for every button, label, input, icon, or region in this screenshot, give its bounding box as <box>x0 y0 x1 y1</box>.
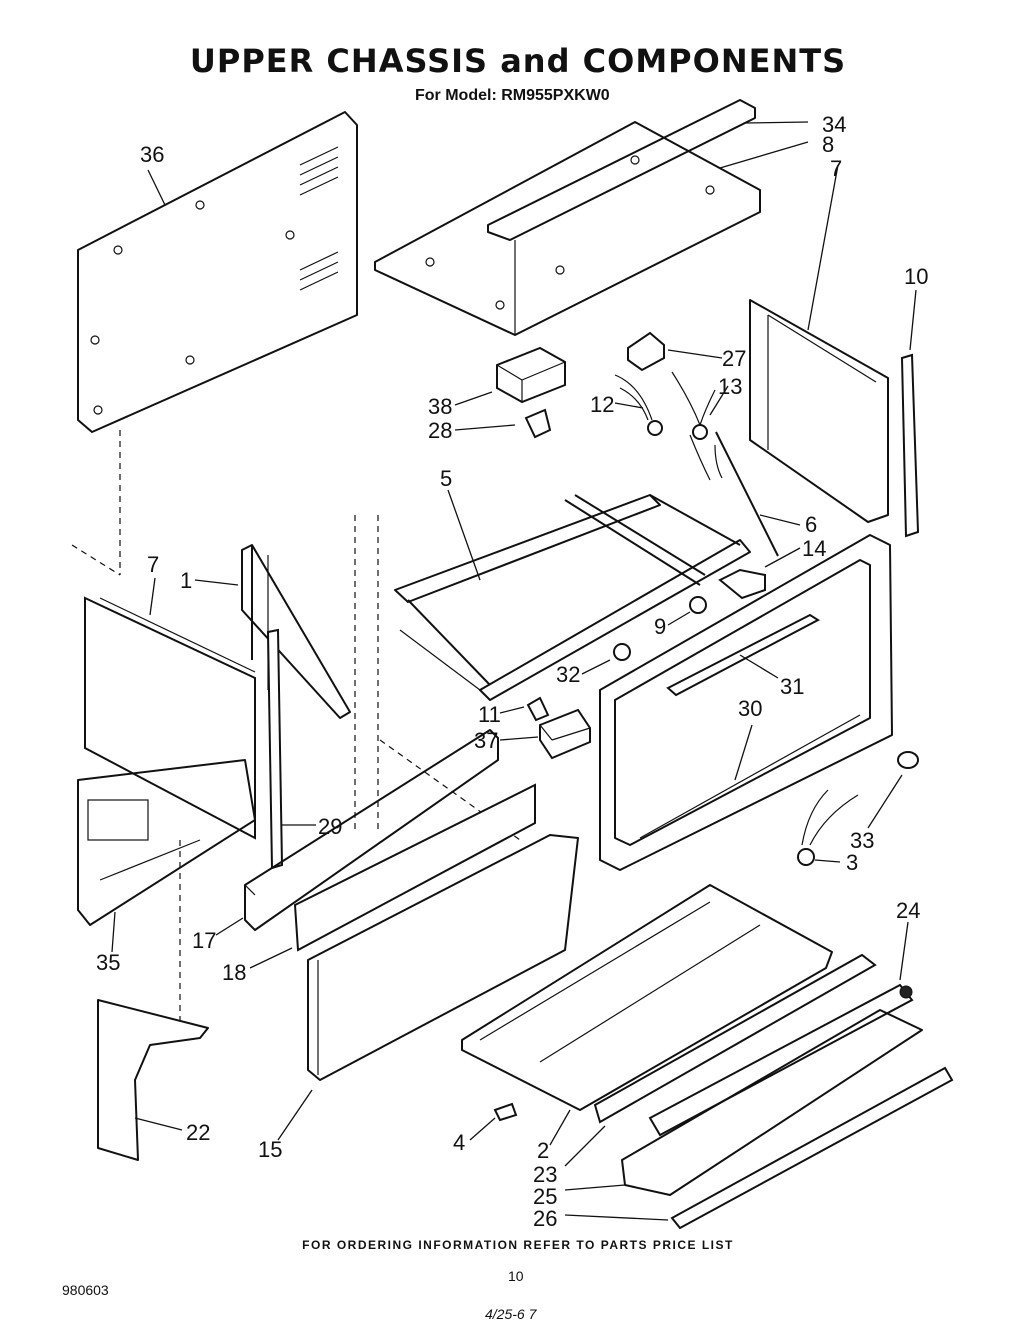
part-9-knob <box>689 596 707 614</box>
callout-8: 8 <box>822 132 834 157</box>
part-11-bracket <box>526 696 550 722</box>
callout-13: 13 <box>718 374 742 399</box>
callout-23: 23 <box>533 1162 557 1187</box>
part-8-top-cover <box>374 121 761 336</box>
callout-12: 12 <box>590 392 614 417</box>
part-30-front-frame <box>599 534 893 871</box>
part-27-bracket <box>627 331 665 372</box>
part-6-rod <box>715 431 779 557</box>
part-15-front-panel <box>307 834 579 1081</box>
part-33-knob <box>897 751 919 769</box>
callout-31: 31 <box>780 674 804 699</box>
callout-labels: 34 8 7 36 10 27 13 12 38 28 5 6 14 7 1 9… <box>96 112 928 1231</box>
callout-36: 36 <box>140 142 164 167</box>
part-26-strip <box>670 1066 954 1230</box>
callout-35: 35 <box>96 950 120 975</box>
part-1-side-bracket <box>241 544 351 719</box>
part-22-bracket <box>97 999 209 1161</box>
callout-30: 30 <box>738 696 762 721</box>
callout-3: 3 <box>846 850 858 875</box>
callout-38: 38 <box>428 394 452 419</box>
part-31-handle <box>666 613 821 697</box>
part-25-reflector <box>621 1009 923 1196</box>
callout-7-left: 7 <box>147 552 159 577</box>
callout-9: 9 <box>654 614 666 639</box>
callout-32: 32 <box>556 662 580 687</box>
callout-28: 28 <box>428 418 452 443</box>
callout-37: 37 <box>474 728 498 753</box>
part-4-clip <box>493 1102 518 1122</box>
leader-lines <box>111 121 917 1221</box>
part-29-strip <box>266 628 284 870</box>
callout-22: 22 <box>186 1120 210 1145</box>
part-23-rail <box>593 953 877 1124</box>
model-subtitle: For Model: RM955PXKW0 <box>415 87 610 104</box>
callout-5: 5 <box>440 466 452 491</box>
callout-25: 25 <box>533 1184 557 1209</box>
part-2-tray <box>461 884 833 1111</box>
callout-18: 18 <box>222 960 246 985</box>
callout-17: 17 <box>192 928 216 953</box>
callout-15: 15 <box>258 1137 282 1162</box>
part-17-rail <box>244 729 499 931</box>
part-5-frame <box>394 494 751 701</box>
part-13-lamp-socket <box>671 371 723 481</box>
callout-14: 14 <box>802 536 826 561</box>
callout-10: 10 <box>904 264 928 289</box>
handwritten-note: 4/25-6 7 <box>485 1306 537 1322</box>
part-7-side-panel-right <box>749 299 889 523</box>
callout-24: 24 <box>896 898 920 923</box>
part-32-knob <box>613 643 631 661</box>
callout-26: 26 <box>533 1206 557 1231</box>
callout-4: 4 <box>453 1130 465 1155</box>
part-38-terminal-block <box>496 346 566 404</box>
callout-29: 29 <box>318 814 342 839</box>
part-34-top-rail <box>487 99 756 241</box>
part-12-lamp-socket <box>614 374 663 436</box>
part-36-rear-panel <box>77 111 358 433</box>
callout-6: 6 <box>805 512 817 537</box>
callout-7-top: 7 <box>830 156 842 181</box>
part-10-side-strip <box>900 353 920 538</box>
part-3-lamp-socket <box>797 789 859 866</box>
document-number: 980603 <box>62 1282 109 1298</box>
part-24-lamp-tube <box>648 983 914 1137</box>
part-7-side-panel-left <box>84 596 256 840</box>
callout-34: 34 <box>822 112 846 137</box>
part-37-terminal-block <box>539 708 591 760</box>
callout-2: 2 <box>537 1138 549 1163</box>
part-28-bracket <box>524 408 552 439</box>
part-14-bracket <box>718 568 766 600</box>
page-number: 10 <box>508 1268 524 1284</box>
callout-1: 1 <box>180 568 192 593</box>
callout-33: 33 <box>850 828 874 853</box>
callout-27: 27 <box>722 346 746 371</box>
ordering-note: FOR ORDERING INFORMATION REFER TO PARTS … <box>302 1238 734 1252</box>
part-18-panel <box>293 783 536 952</box>
page-title: UPPER CHASSIS and COMPONENTS <box>189 42 847 80</box>
callout-11: 11 <box>478 702 501 727</box>
part-35-left-panel <box>77 759 256 926</box>
